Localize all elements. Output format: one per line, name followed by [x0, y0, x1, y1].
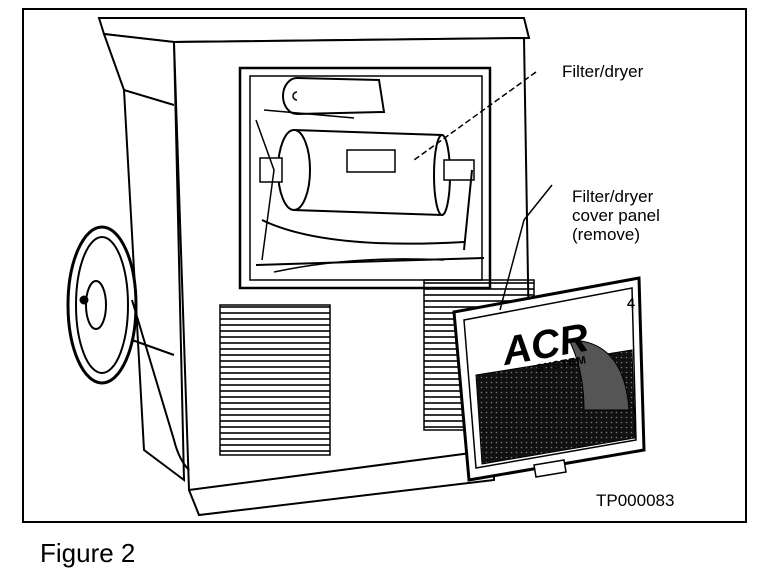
left-vent-grille: [219, 304, 331, 456]
reference-code: TP000083: [596, 491, 675, 510]
machine-illustration: ACR 4 SYSTEM: [66, 17, 646, 517]
cover-panel-callout-line3: (remove): [572, 225, 641, 244]
figure-frame: ACR 4 SYSTEM Filter/dryer Filter/dryer c…: [22, 8, 747, 523]
figure-caption: Figure 2: [40, 538, 136, 568]
logo-superscript: 4: [627, 295, 635, 311]
compartment: [238, 66, 492, 290]
cover-panel-callout-line1: Filter/dryer: [572, 187, 654, 206]
wheel: [66, 225, 138, 385]
cover-panel-callout: Filter/dryer cover panel (remove): [572, 187, 660, 244]
machine-side: [102, 32, 186, 483]
cover-panel-callout-line2: cover panel: [572, 206, 660, 225]
panel-logo: ACR 4 SYSTEM: [498, 295, 635, 375]
leader-lines: [413, 71, 553, 311]
cover-panel: [452, 276, 646, 482]
filter-dryer-callout: Filter/dryer: [562, 62, 644, 81]
side-cable: [131, 299, 190, 471]
